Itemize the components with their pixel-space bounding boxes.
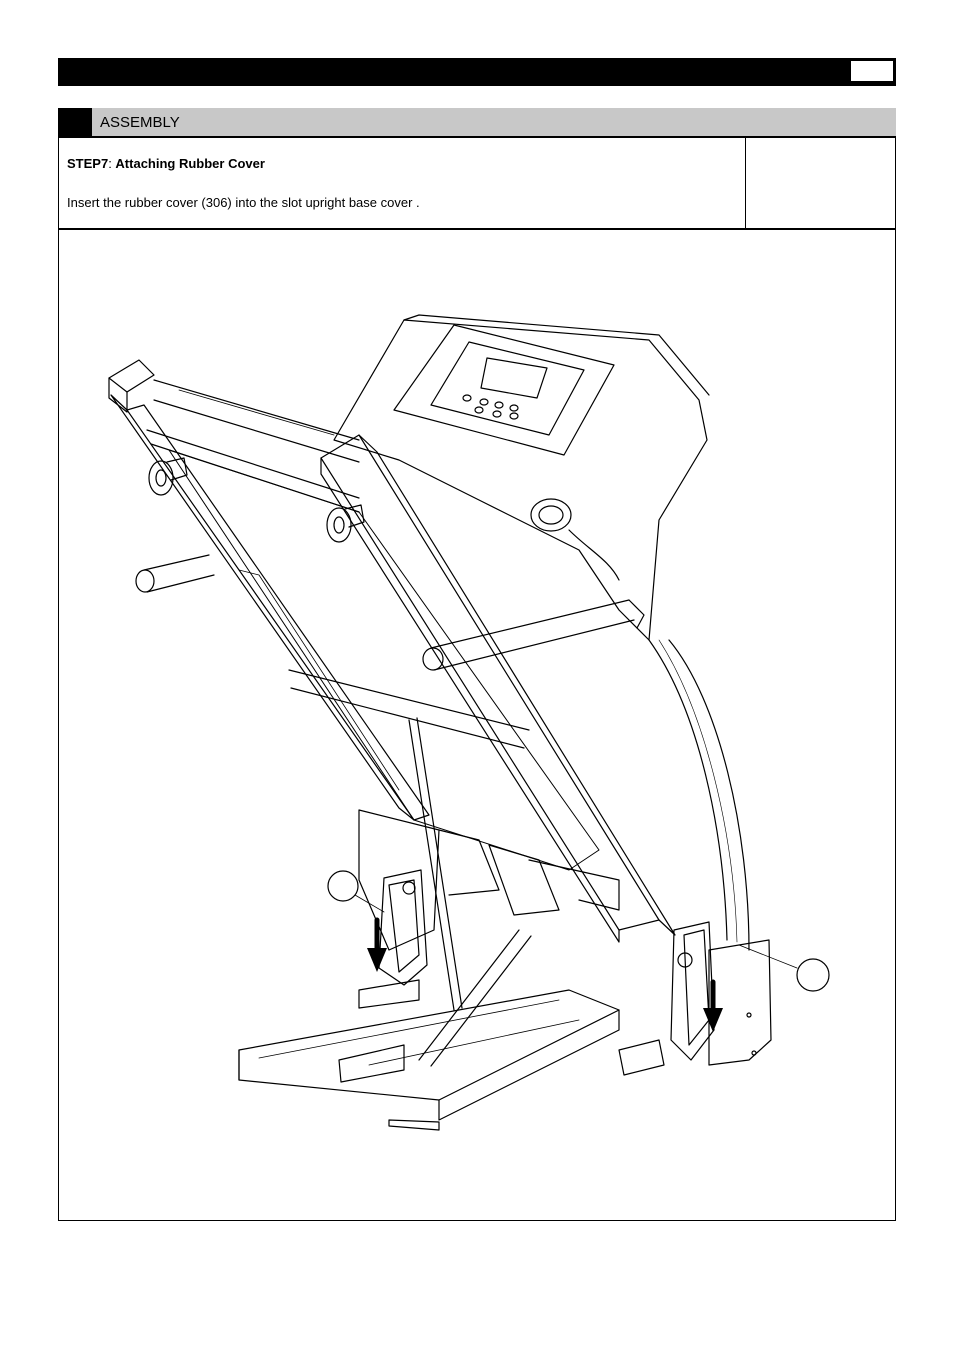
transport-wheel-left [148, 457, 188, 496]
callout-right [738, 944, 830, 992]
assembly-figure [58, 230, 896, 1221]
step-title: Attaching Rubber Cover [115, 156, 265, 171]
gas-spring-strut [408, 717, 532, 1067]
handle-grip-cup [530, 498, 620, 581]
step-panel: STEP7: Attaching Rubber Cover Insert the… [58, 138, 896, 230]
section-header: ASSEMBLY [58, 108, 896, 138]
base-frame [238, 989, 620, 1131]
section-marker [58, 108, 92, 136]
upright-base-cover [670, 921, 772, 1066]
console-display [480, 357, 548, 399]
step-heading: STEP7: Attaching Rubber Cover [67, 156, 265, 171]
callout-left [327, 870, 385, 913]
step-label: STEP7 [67, 156, 109, 171]
upright-column [648, 639, 750, 951]
page-header-bar [58, 58, 896, 86]
down-arrow-left [367, 917, 387, 972]
console-buttons [462, 394, 519, 420]
step-separator: : [108, 156, 116, 171]
deck-pivot-assembly [338, 809, 665, 1083]
deck-board [168, 449, 600, 871]
side-handlebar-left [135, 554, 215, 593]
section-title: ASSEMBLY [100, 114, 180, 131]
console-housing [333, 314, 710, 641]
step-divider [745, 138, 746, 228]
side-handlebar-right [422, 599, 645, 671]
transport-wheel-right [326, 504, 365, 543]
deck-frame-right-rail [320, 434, 676, 943]
treadmill-illustration [108, 314, 830, 1131]
page-number-box [851, 61, 893, 81]
down-arrow-right [703, 979, 723, 1032]
step-instruction: Insert the rubber cover (306) into the s… [67, 195, 420, 210]
